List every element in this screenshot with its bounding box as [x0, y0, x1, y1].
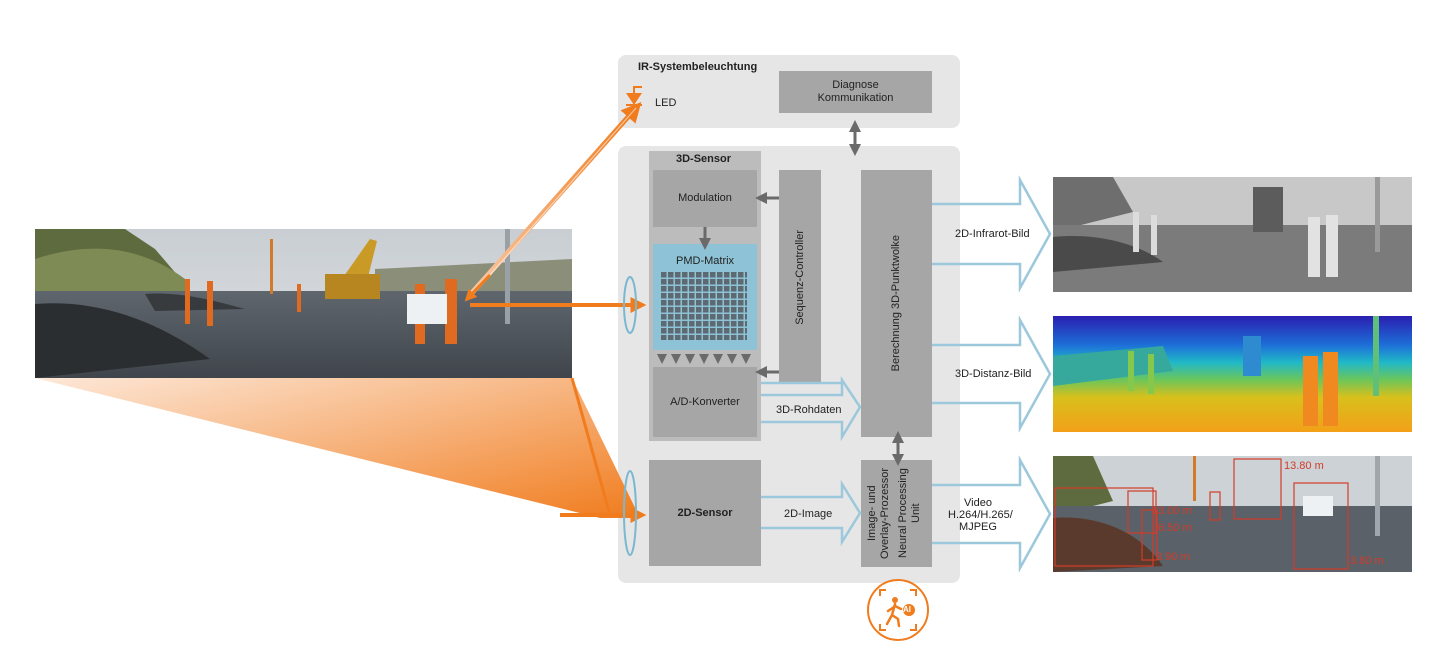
video-output-label: Video H.264/H.265/ MJPEG — [948, 497, 1013, 533]
output-arrow-video — [932, 455, 1052, 573]
ai-person-icon — [867, 579, 929, 641]
detection-boxes — [1054, 458, 1349, 570]
sensor-2d-block: 2D-Sensor — [649, 460, 761, 566]
ad-converter-label: A/D-Konverter — [670, 395, 740, 408]
distance-output-label: 3D-Distanz-Bild — [955, 368, 1032, 380]
detection-label: 6.50 m — [1158, 522, 1192, 534]
detection-label: 3.90 m — [1156, 551, 1190, 563]
ir-system-title: IR-Systembeleuchtung — [638, 61, 758, 73]
led-icon — [626, 86, 642, 106]
modulation-label: Modulation — [678, 192, 732, 204]
diagnose-label: Diagnose Kommunikation — [817, 79, 894, 104]
sequence-controller-block: Sequenz-Controller — [779, 170, 821, 384]
output-arrow-distance — [932, 315, 1052, 433]
image-2d-arrow — [761, 479, 862, 547]
pmd-matrix-label: PMD-Matrix — [676, 255, 735, 267]
output-arrow-infrared — [932, 175, 1052, 293]
led-to-photo-arrow — [464, 273, 492, 302]
raw-data-label: 3D-Rohdaten — [776, 404, 842, 416]
led-label: LED — [655, 97, 677, 109]
distance-image — [1053, 316, 1412, 432]
ad-converter-block: A/D-Konverter — [653, 367, 757, 437]
image-2d-label: 2D-Image — [784, 508, 833, 520]
video-image — [1053, 456, 1412, 572]
raw-data-arrow — [761, 375, 862, 442]
pmd-grid — [661, 272, 747, 340]
modulation-block: Modulation — [653, 170, 757, 227]
lens-3d-icon — [623, 276, 637, 334]
ai-badge-label: AI — [903, 605, 911, 614]
pointcloud-block: Berechnung 3D-Punktwolke — [861, 170, 932, 437]
detection-label: 13.00 m — [1152, 505, 1192, 517]
infrared-output-label: 2D-Infrarot-Bild — [955, 228, 1030, 240]
sensor-3d-title: 3D-Sensor — [676, 153, 732, 165]
camera-beam — [35, 378, 640, 518]
detection-label: 3.80 m — [1350, 555, 1384, 567]
processor-block — [861, 460, 932, 567]
detection-label: 13.80 m — [1284, 460, 1324, 472]
lens-2d-icon — [623, 470, 637, 556]
infrared-image — [1053, 177, 1412, 292]
diagnose-block: Diagnose Kommunikation — [779, 71, 932, 113]
sensor-2d-title: 2D-Sensor — [677, 506, 733, 519]
